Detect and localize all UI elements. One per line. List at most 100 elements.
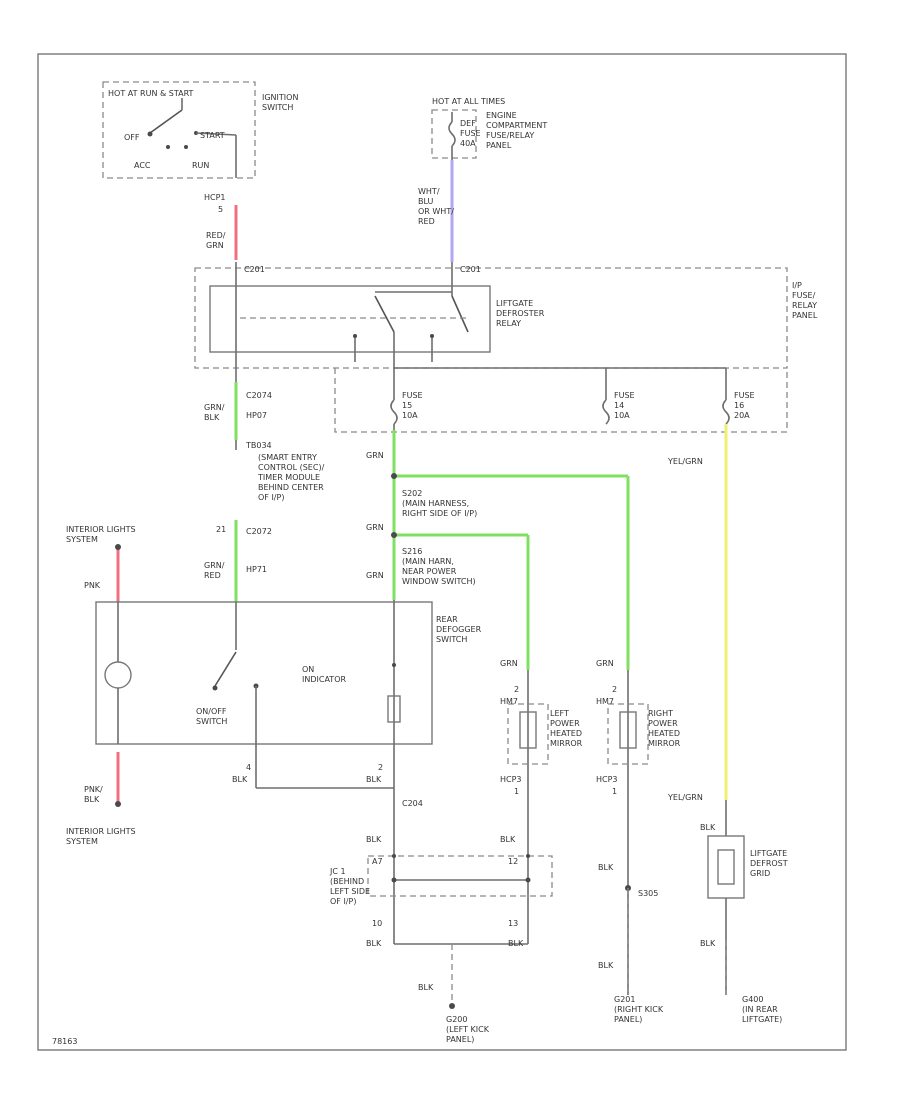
jc1-box xyxy=(367,855,553,897)
engine-fuse-panel-box xyxy=(431,109,477,159)
fuse-16 xyxy=(722,399,730,425)
label-blk-br: BLK xyxy=(508,939,524,948)
label-n1l: 1 xyxy=(514,787,519,796)
label-blk-lg2: BLK xyxy=(700,939,716,948)
label-blk-lg: BLK xyxy=(700,823,716,832)
on-indicator xyxy=(387,695,401,723)
label-pin13: 13 xyxy=(508,919,518,928)
label-n2r: 2 xyxy=(612,685,617,694)
label-pin5: 5 xyxy=(218,205,223,214)
label-jc-a: A7 xyxy=(372,857,383,866)
label-blk-ground: BLK xyxy=(418,983,434,992)
label-yel-grn-bottom: YEL/GRN xyxy=(667,793,703,802)
label-acc: ACC xyxy=(134,161,151,170)
fuse-14 xyxy=(602,399,610,425)
label-grn-blk: GRN/BLK xyxy=(204,403,225,422)
label-tb034: TB034 xyxy=(245,441,272,450)
label-grn3: GRN xyxy=(366,571,384,580)
label-c201-right: C201 xyxy=(460,265,481,274)
illumination-bulb xyxy=(104,661,132,689)
label-blk-lo: BLK xyxy=(366,835,382,844)
label-s202: S202(MAIN HARNESS,RIGHT SIDE OF I/P) xyxy=(402,489,477,518)
label-pin2: 2 xyxy=(378,763,383,772)
label-grn-rm: GRN xyxy=(596,659,614,668)
label-hp07: HP07 xyxy=(246,411,267,420)
liftgate-grid-element xyxy=(717,849,735,885)
label-pin21: 21 xyxy=(216,525,226,534)
label-blk-s: BLK xyxy=(232,775,248,784)
label-off: OFF xyxy=(124,133,140,142)
label-c201-left: C201 xyxy=(244,265,265,274)
label-jc-b: 12 xyxy=(508,857,518,866)
label-hot-run: HOT AT RUN & START xyxy=(108,89,194,98)
diagram-frame xyxy=(37,53,847,1051)
label-hm-l: HM7 xyxy=(500,697,518,706)
label-run: RUN xyxy=(192,161,209,170)
label-blk-mid: BLK xyxy=(366,775,382,784)
label-grn-red: GRN/RED xyxy=(204,561,225,580)
label-start: START xyxy=(200,131,225,140)
label-n1r: 1 xyxy=(612,787,617,796)
label-blk-bl: BLK xyxy=(366,939,382,948)
label-hot-all-times: HOT AT ALL TIMES xyxy=(432,97,505,106)
label-c2072: C2072 xyxy=(246,527,272,536)
label-n2l: 2 xyxy=(514,685,519,694)
label-hcp-l: HCP3 xyxy=(500,775,522,784)
label-hcp1: HCP1 xyxy=(204,193,226,202)
ip-fuse-panel-box xyxy=(194,267,788,369)
liftgate-relay-box xyxy=(209,285,491,353)
label-blk-rm: BLK xyxy=(598,863,614,872)
label-s305: S305 xyxy=(638,889,658,898)
label-c204: C204 xyxy=(402,799,423,808)
label-pin10: 10 xyxy=(372,919,382,928)
label-red-grn: RED/GRN xyxy=(206,231,226,250)
on-off-switch-contact xyxy=(214,651,237,687)
label-hcp-r: HCP3 xyxy=(596,775,618,784)
rear-defogger-switch-box xyxy=(95,601,433,745)
label-grn1: GRN xyxy=(366,451,384,460)
ignition-switch-contact xyxy=(149,109,183,134)
label-pnk-blk: PNK/BLK xyxy=(84,785,103,804)
label-yel-grn-top: YEL/GRN xyxy=(667,457,703,466)
label-hp71: HP71 xyxy=(246,565,267,574)
left-mirror-element xyxy=(519,711,537,749)
fuse-15 xyxy=(390,399,398,425)
label-c2074: C2074 xyxy=(246,391,272,400)
def-fuse-40a xyxy=(448,121,456,147)
label-pin4: 4 xyxy=(246,763,251,772)
label-diagram-id: 78163 xyxy=(52,1037,77,1046)
label-hm-r: HM7 xyxy=(596,697,614,706)
ignition-switch-box xyxy=(102,81,256,179)
right-mirror-element xyxy=(619,711,637,749)
label-grn2: GRN xyxy=(366,523,384,532)
label-blk-r2: BLK xyxy=(598,961,614,970)
label-pnk: PNK xyxy=(84,581,101,590)
label-blk-lm: BLK xyxy=(500,835,516,844)
liftgate-grid-box xyxy=(707,835,745,899)
label-grn-lm: GRN xyxy=(500,659,518,668)
